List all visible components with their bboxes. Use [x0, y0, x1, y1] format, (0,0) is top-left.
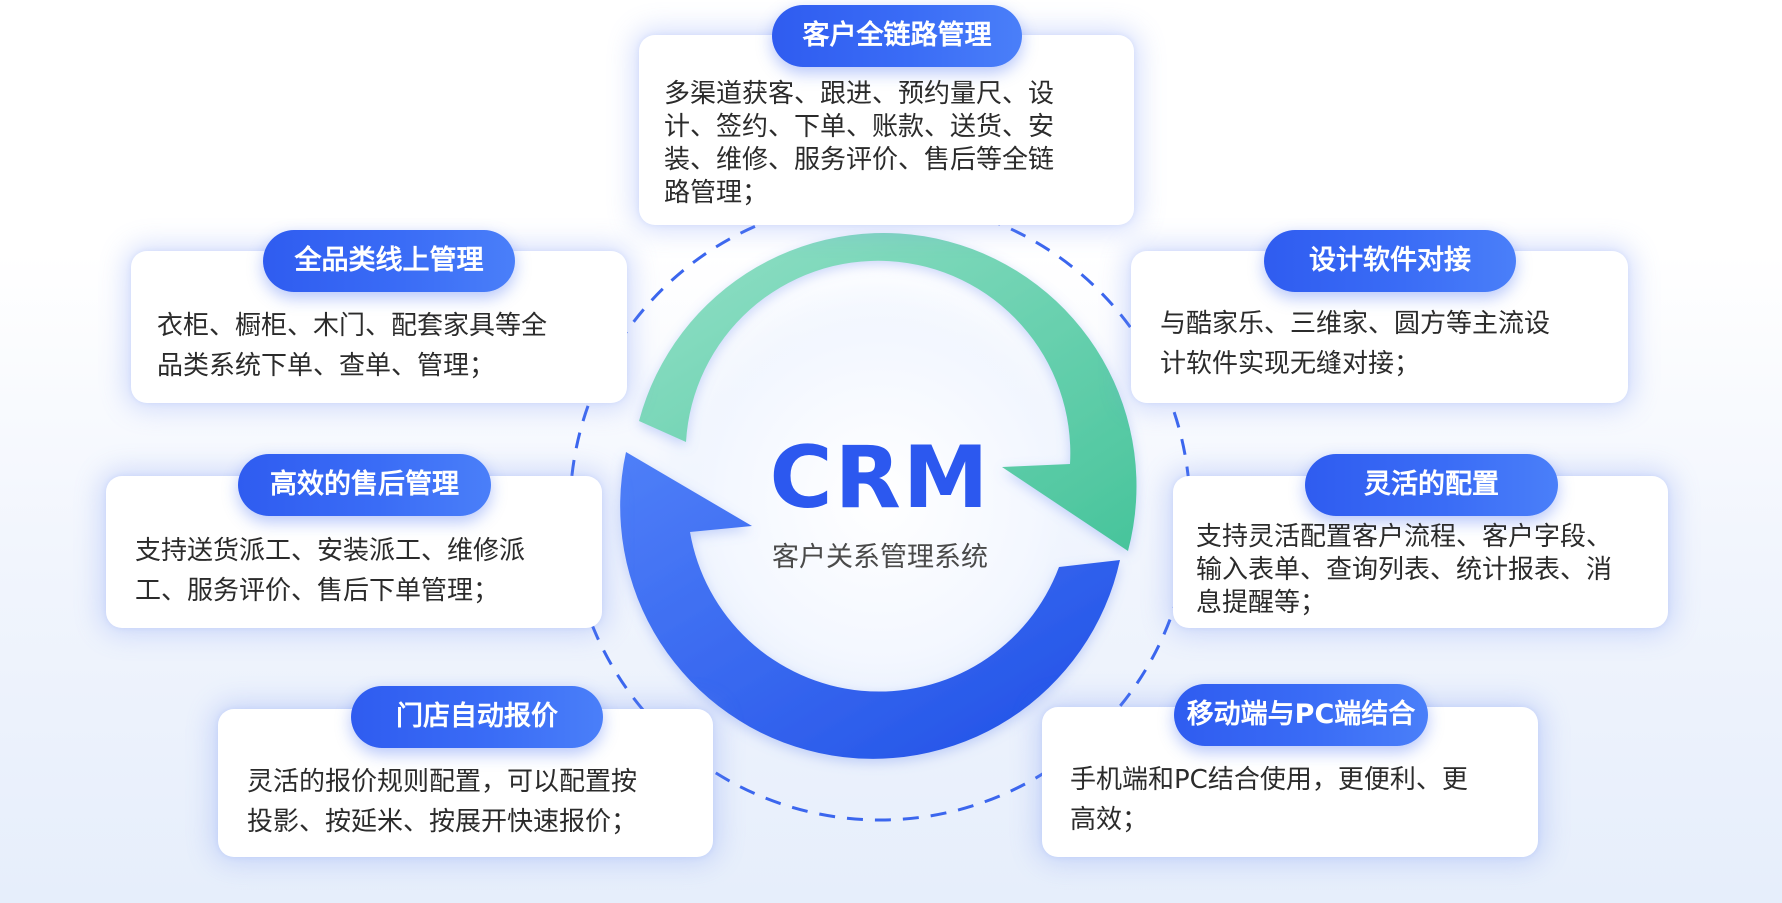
center-title: CRM [769, 428, 991, 528]
feature-desc-line: 手机端和PC结合使用，更便利、更 [1070, 765, 1468, 795]
feature-desc-line: 衣柜、橱柜、木门、配套家具等全 [157, 311, 548, 341]
feature-desc-customer-lifecycle: 多渠道获客、跟进、预约量尺、设 计、签约、下单、账款、送货、安 装、维修、服务评… [664, 78, 1124, 210]
feature-title-full-category: 全品类线上管理 [263, 230, 515, 292]
center-glow [648, 268, 1112, 732]
feature-desc-line: 多渠道获客、跟进、预约量尺、设 [664, 79, 1055, 109]
feature-desc-line: 路管理； [664, 178, 769, 208]
feature-desc-line: 装、维修、服务评价、售后等全链 [664, 145, 1055, 175]
feature-desc-full-category: 衣柜、橱柜、木门、配套家具等全 品类系统下单、查单、管理； [157, 306, 617, 386]
feature-title-flexible-config: 灵活的配置 [1305, 454, 1558, 516]
feature-desc-line: 投影、按延米、按展开快速报价； [247, 807, 638, 837]
feature-title-design-software: 设计软件对接 [1264, 230, 1516, 292]
feature-desc-line: 品类系统下单、查单、管理； [157, 351, 496, 381]
feature-title-customer-lifecycle: 客户全链路管理 [772, 5, 1022, 67]
feature-title-store-quotation: 门店自动报价 [351, 686, 603, 748]
feature-desc-line: 计、签约、下单、账款、送货、安 [664, 112, 1055, 142]
feature-desc-line: 与酷家乐、三维家、圆方等主流设 [1160, 309, 1551, 339]
feature-title-mobile-pc: 移动端与PC端结合 [1174, 684, 1428, 746]
feature-desc-design-software: 与酷家乐、三维家、圆方等主流设 计软件实现无缝对接； [1160, 304, 1620, 384]
feature-desc-after-sales: 支持送货派工、安装派工、维修派 工、服务评价、售后下单管理； [135, 531, 595, 611]
feature-desc-line: 计软件实现无缝对接； [1160, 349, 1421, 379]
feature-desc-flexible-config: 支持灵活配置客户流程、客户字段、 输入表单、查询列表、统计报表、消 息提醒等； [1196, 521, 1666, 620]
blue-cycle-arrow [620, 452, 1120, 759]
feature-desc-store-quotation: 灵活的报价规则配置，可以配置按 投影、按延米、按展开快速报价； [247, 762, 707, 842]
feature-title-after-sales: 高效的售后管理 [238, 454, 491, 516]
feature-desc-line: 高效； [1070, 805, 1149, 835]
feature-desc-line: 息提醒等； [1196, 588, 1327, 618]
feature-desc-line: 支持灵活配置客户流程、客户字段、 [1196, 522, 1613, 552]
feature-desc-line: 支持送货派工、安装派工、维修派 [135, 536, 526, 566]
teal-cycle-arrow [639, 233, 1137, 551]
center-subtitle: 客户关系管理系统 [772, 542, 988, 573]
feature-desc-line: 灵活的报价规则配置，可以配置按 [247, 767, 638, 797]
feature-desc-line: 输入表单、查询列表、统计报表、消 [1196, 555, 1613, 585]
feature-desc-line: 工、服务评价、售后下单管理； [135, 576, 500, 606]
feature-desc-mobile-pc: 手机端和PC结合使用，更便利、更 高效； [1070, 760, 1530, 840]
